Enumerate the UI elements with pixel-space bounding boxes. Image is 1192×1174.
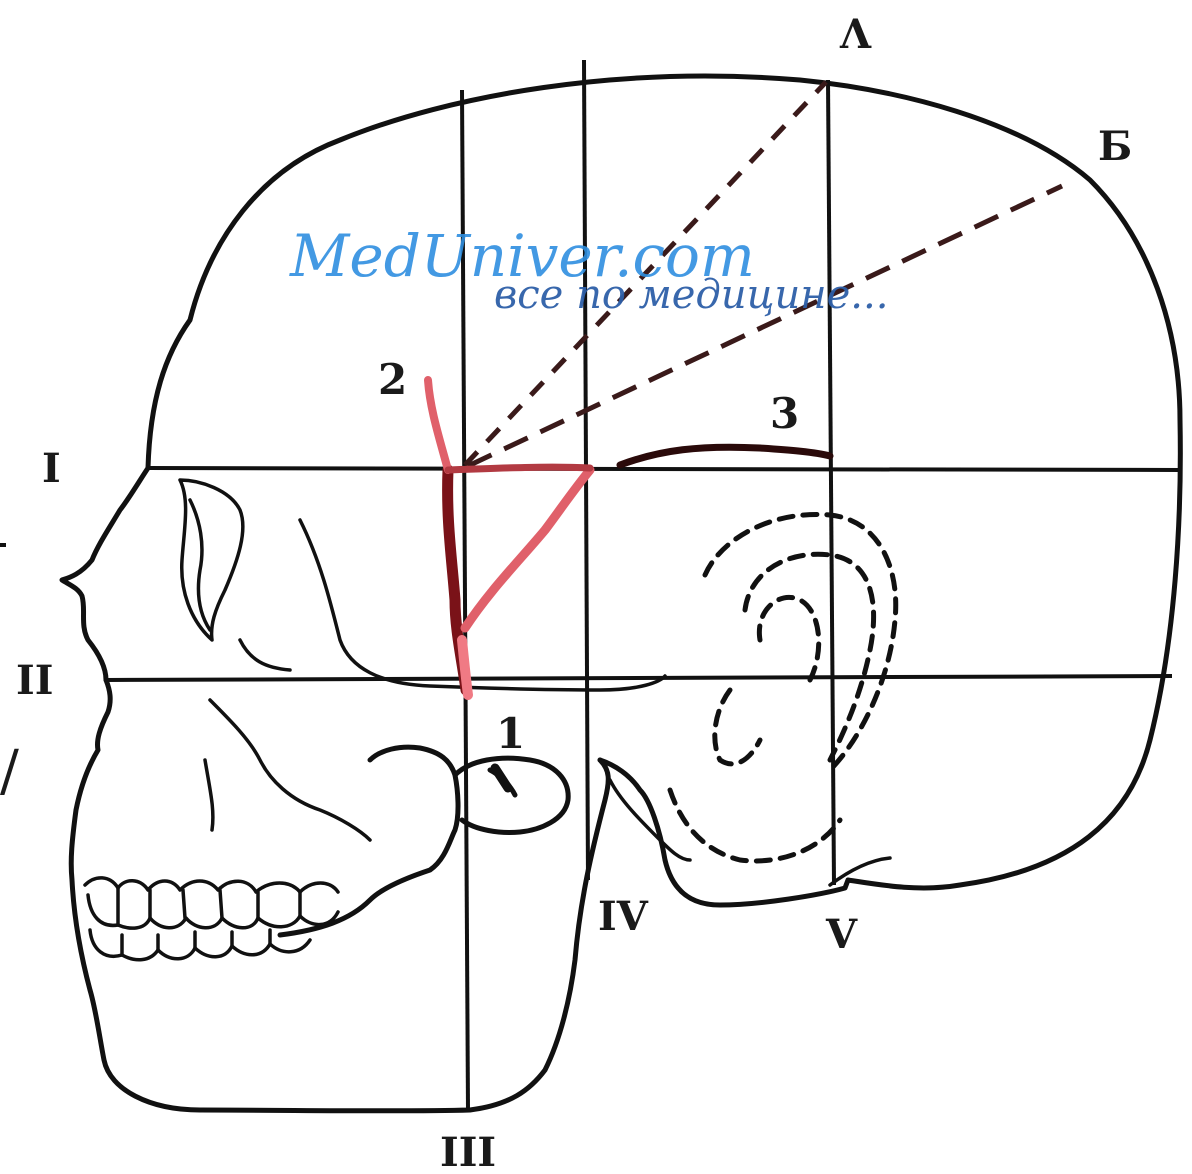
line-II xyxy=(106,676,1172,680)
label-I: I xyxy=(42,445,61,492)
artery-posterior-branch xyxy=(448,467,590,470)
orbit-inner xyxy=(190,500,210,630)
label-point-2: 2 xyxy=(378,355,407,404)
watermark-tagline: все по медицине... xyxy=(494,272,888,318)
teeth-upper xyxy=(85,878,338,928)
brow-outline xyxy=(62,468,148,680)
segment-3 xyxy=(620,447,830,465)
point-1-mark xyxy=(495,768,508,788)
maxilla-outline xyxy=(210,700,370,840)
label-III: III xyxy=(440,1129,496,1174)
label-point-1: 1 xyxy=(496,709,525,758)
label-A: Λ xyxy=(839,11,872,58)
label-II: II xyxy=(16,657,53,704)
label-point-3: 3 xyxy=(770,389,799,438)
cheek-line xyxy=(205,760,213,830)
teeth-lower xyxy=(90,930,310,960)
artery-parietal-branch xyxy=(465,470,590,628)
artery-lower-segment xyxy=(462,640,468,695)
ear-dashed xyxy=(670,514,896,860)
label-V: V xyxy=(825,911,858,958)
mastoid-outline xyxy=(610,780,690,860)
cranium-outline xyxy=(148,76,1180,905)
artery-frontal-branch xyxy=(428,380,448,470)
condyle-outline xyxy=(455,758,568,832)
face-outline xyxy=(71,680,608,1111)
line-V xyxy=(828,80,834,885)
orbit-outline xyxy=(180,480,243,640)
label-IV: IV xyxy=(598,893,649,940)
zygomatic-lower xyxy=(240,640,290,670)
label-B: Б xyxy=(1098,123,1132,170)
edge-mark-lower: / xyxy=(0,739,19,804)
line-I xyxy=(148,468,1180,470)
